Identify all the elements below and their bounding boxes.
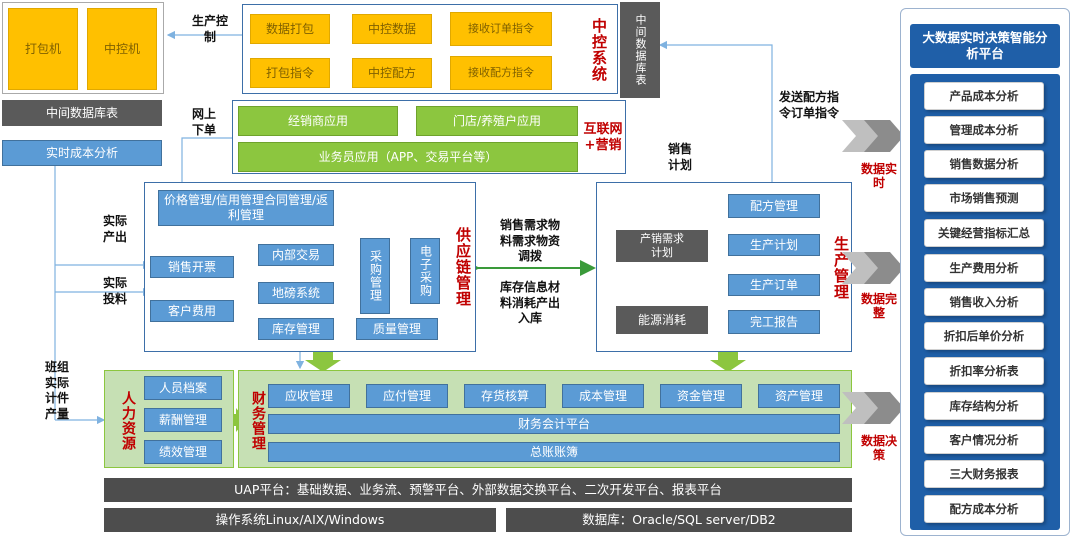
realtime-cost-analysis[interactable]: 实时成本分析 [2, 140, 162, 166]
performance-mgmt-box[interactable]: 绩效管理 [144, 440, 222, 464]
data-packing-box[interactable]: 数据打包 [250, 14, 330, 44]
internal-trade-box[interactable]: 内部交易 [258, 244, 334, 266]
inventory-structure-analysis[interactable]: 库存结构分析 [924, 392, 1044, 420]
management-cost-analysis[interactable]: 管理成本分析 [924, 116, 1044, 144]
receive-order-cmd-box[interactable]: 接收订单指令 [450, 12, 552, 46]
finance-title: 财务管理 [250, 391, 266, 451]
middle-db-table-left[interactable]: 中间数据库表 [2, 100, 162, 126]
actual-feed-label: 实际投料 [102, 276, 127, 306]
payroll-mgmt-box[interactable]: 薪酬管理 [144, 408, 222, 432]
team-output-label: 班组实际计件产量 [44, 360, 69, 421]
quality-mgmt-box[interactable]: 质量管理 [356, 318, 438, 340]
data-decision-label: 数据决策 [860, 434, 897, 463]
production-order-box[interactable]: 生产订单 [728, 274, 820, 296]
actual-output-label: 实际产出 [102, 214, 127, 244]
financial-statements[interactable]: 三大财务报表 [924, 460, 1044, 488]
chevron-arrow-icon-2 [842, 252, 904, 284]
product-cost-analysis[interactable]: 产品成本分析 [924, 82, 1044, 110]
production-expense-analysis[interactable]: 生产费用分析 [924, 254, 1044, 282]
control-machine[interactable]: 中控机 [87, 8, 157, 90]
customer-status-analysis[interactable]: 客户情况分析 [924, 426, 1044, 454]
sales-invoice-box[interactable]: 销售开票 [150, 256, 234, 278]
sales-data-analysis[interactable]: 销售数据分析 [924, 150, 1044, 178]
uap-platform-bar[interactable]: UAP平台：基础数据、业务流、预警平台、外部数据交换平台、二次开发平台、报表平台 [104, 478, 852, 502]
inventory-accounting-box[interactable]: 存货核算 [464, 384, 546, 408]
chevron-arrow-icon-1 [842, 120, 904, 152]
purchase-mgmt-box[interactable]: 采购管理 [360, 238, 390, 314]
supply-chain-title: 供应链管理 [454, 227, 472, 307]
hr-title: 人力资源 [120, 391, 136, 451]
price-credit-contract-box[interactable]: 价格管理/信用管理合同管理/返利管理 [158, 190, 334, 226]
receive-formula-cmd-box[interactable]: 接收配方指令 [450, 56, 552, 90]
sales-plan-label: 销售计划 [667, 142, 692, 172]
bigdata-title: 大数据实时决策智能分析平台 [910, 24, 1060, 68]
store-farmer-app[interactable]: 门店/养殖户应用 [416, 106, 578, 136]
send-command-label: 发送配方指令订单指令 [778, 90, 839, 120]
completion-report-box[interactable]: 完工报告 [728, 310, 820, 334]
weighbridge-box[interactable]: 地磅系统 [258, 282, 334, 304]
data-complete-label: 数据完整 [860, 292, 897, 321]
salesman-app[interactable]: 业务员应用（APP、交易平台等） [238, 142, 578, 172]
data-realtime-label: 数据实时 [860, 162, 897, 191]
fund-mgmt-box[interactable]: 资金管理 [660, 384, 742, 408]
online-order-label: 网上下单 [191, 107, 216, 137]
production-control-label: 生产控制 [192, 14, 229, 44]
internet-marketing-title: 互联网+营销 [583, 122, 623, 154]
receivable-mgmt-box[interactable]: 应收管理 [268, 384, 350, 408]
dealer-app[interactable]: 经销商应用 [238, 106, 398, 136]
central-control-title: 中控系统 [590, 18, 608, 82]
central-data-box[interactable]: 中控数据 [352, 14, 432, 44]
sales-demand-label: 销售需求物料需求物资调拨 [500, 218, 561, 264]
prod-sales-plan-box[interactable]: 产销需求计划 [616, 230, 708, 262]
general-ledger-box[interactable]: 总账账簿 [268, 442, 840, 462]
customer-fee-box[interactable]: 客户费用 [150, 300, 234, 322]
inventory-mgmt-box[interactable]: 库存管理 [258, 318, 334, 340]
production-plan-box[interactable]: 生产计划 [728, 234, 820, 256]
inventory-info-label: 库存信息材料消耗产出入库 [500, 280, 561, 326]
discount-rate-table[interactable]: 折扣率分析表 [924, 357, 1044, 385]
discounted-price-analysis[interactable]: 折扣后单价分析 [924, 322, 1044, 350]
market-sales-forecast[interactable]: 市场销售预测 [924, 184, 1044, 212]
cost-mgmt-box[interactable]: 成本管理 [562, 384, 644, 408]
os-bar[interactable]: 操作系统Linux/AIX/Windows [104, 508, 496, 532]
payable-mgmt-box[interactable]: 应付管理 [366, 384, 448, 408]
central-formula-box[interactable]: 中控配方 [352, 58, 432, 88]
energy-consumption-box[interactable]: 能源消耗 [616, 306, 708, 334]
staff-records-box[interactable]: 人员档案 [144, 376, 222, 400]
key-kpi-summary[interactable]: 关键经营指标汇总 [924, 219, 1044, 247]
asset-mgmt-box[interactable]: 资产管理 [758, 384, 840, 408]
formula-mgmt-box[interactable]: 配方管理 [728, 194, 820, 218]
packing-machine[interactable]: 打包机 [8, 8, 78, 90]
sales-revenue-analysis[interactable]: 销售收入分析 [924, 288, 1044, 316]
middle-db-table-right[interactable]: 中间数据库表 [620, 2, 660, 98]
e-purchase-box[interactable]: 电子采购 [410, 238, 440, 304]
financial-accounting-platform[interactable]: 财务会计平台 [268, 414, 840, 434]
chevron-arrow-icon-3 [842, 392, 904, 424]
packing-cmd-box[interactable]: 打包指令 [250, 58, 330, 88]
formula-cost-analysis[interactable]: 配方成本分析 [924, 495, 1044, 523]
database-bar[interactable]: 数据库：Oracle/SQL server/DB2 [506, 508, 852, 532]
